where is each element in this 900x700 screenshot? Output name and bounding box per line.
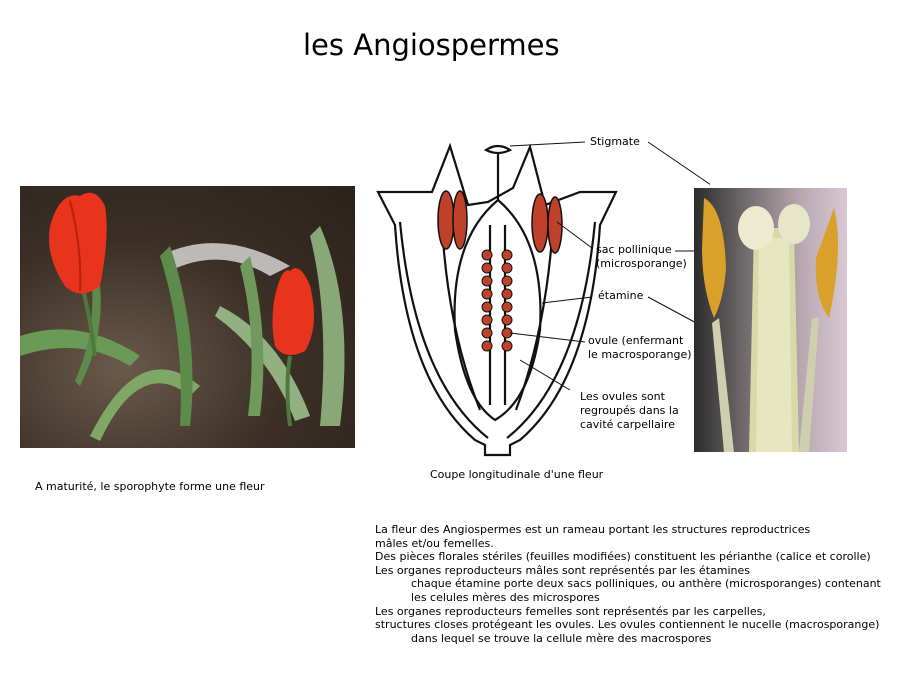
label-cavite: Les ovules sont regroupés dans la cavité… <box>580 390 679 432</box>
label-line: (microsporange) <box>596 257 687 270</box>
body-line: Les organes reproducteurs femelles sont … <box>375 604 766 618</box>
body-line: Les organes reproducteurs mâles sont rep… <box>375 563 750 577</box>
stamen-closeup-photo <box>694 188 847 452</box>
body-text: La fleur des Angiospermes est un rameau … <box>375 523 881 645</box>
label-line: Les ovules sont <box>580 390 665 403</box>
body-line: chaque étamine porte deux sacs polliniqu… <box>411 577 881 591</box>
label-line: sac pollinique <box>596 243 672 256</box>
page-title: les Angiospermes <box>303 28 560 62</box>
label-etamine: étamine <box>598 289 644 302</box>
label-line: ovule (enfermant <box>588 334 684 347</box>
body-line: structures closes protégeant les ovules.… <box>375 618 880 632</box>
stamen-closeup-illustration <box>702 198 838 452</box>
diagram-caption: Coupe longitudinale d'une fleur <box>430 468 604 481</box>
flower-section-diagram <box>376 141 710 457</box>
ovules <box>481 249 513 352</box>
label-ovule: ovule (enfermant le macrosporange) <box>588 334 692 362</box>
tulip-photo <box>20 186 355 448</box>
label-sac-pollinique: sac pollinique (microsporange) <box>596 243 687 271</box>
body-line: Des pièces florales stériles (feuilles m… <box>375 550 871 564</box>
label-line: le macrosporange) <box>588 348 692 361</box>
label-line: cavité carpellaire <box>580 418 675 431</box>
label-stigmate: Stigmate <box>590 135 640 148</box>
label-line: regroupés dans la <box>580 404 679 417</box>
photo-caption: A maturité, le sporophyte forme une fleu… <box>35 480 265 493</box>
leader-lines <box>509 141 710 391</box>
body-line: mâles et/ou femelles. <box>375 536 494 550</box>
body-line: les celules mères des microspores <box>411 590 600 604</box>
body-line: La fleur des Angiospermes est un rameau … <box>375 523 811 536</box>
body-line: dans lequel se trouve la cellule mère de… <box>411 631 712 645</box>
tulip-photo-illustration <box>20 192 345 441</box>
